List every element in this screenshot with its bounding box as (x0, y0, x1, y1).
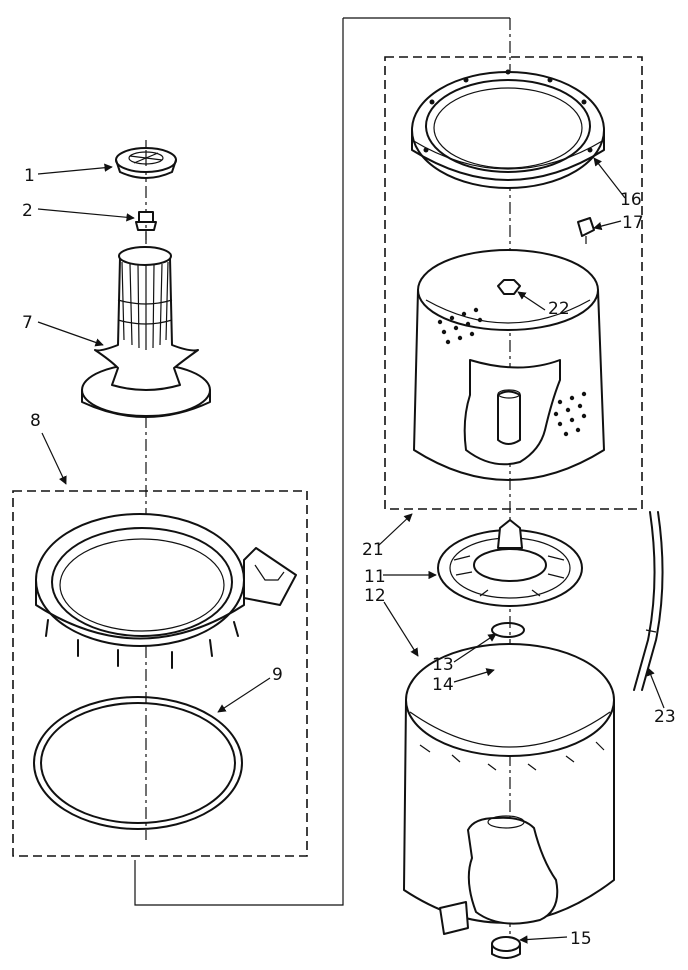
leader-lines (37, 157, 665, 944)
callout-16: 16 (620, 190, 642, 210)
callout-12: 12 (364, 586, 386, 606)
group-box-basket (384, 56, 643, 510)
group-box-tub-ring (12, 490, 308, 857)
callout-21: 21 (362, 540, 384, 560)
tub-ring (35, 513, 297, 669)
callout-7: 7 (22, 313, 33, 333)
basket-drive-hub (437, 519, 583, 607)
drain-fitting (491, 936, 521, 959)
outer-tub (403, 643, 615, 935)
callout-23: 23 (654, 707, 676, 727)
agitator-cap (115, 147, 177, 179)
assembly-connector-line (134, 17, 510, 906)
hub-clip (491, 622, 525, 638)
callout-17: 17 (622, 213, 644, 233)
basket-balance-ring (411, 69, 605, 189)
wash-basket (413, 249, 605, 481)
callout-13: 13 (432, 655, 454, 675)
callout-22: 22 (548, 299, 570, 319)
callout-1: 1 (24, 166, 35, 186)
callout-14: 14 (432, 675, 454, 695)
callout-2: 2 (22, 201, 33, 221)
agitator (81, 246, 211, 418)
tub-seal-ring (33, 696, 243, 830)
ring-screw (577, 217, 595, 244)
callout-15: 15 (570, 929, 592, 949)
callout-9: 9 (272, 665, 283, 685)
overflow-hose (633, 511, 664, 691)
callout-11: 11 (364, 567, 386, 587)
callout-8: 8 (30, 411, 41, 431)
agitator-bolt (135, 211, 157, 240)
